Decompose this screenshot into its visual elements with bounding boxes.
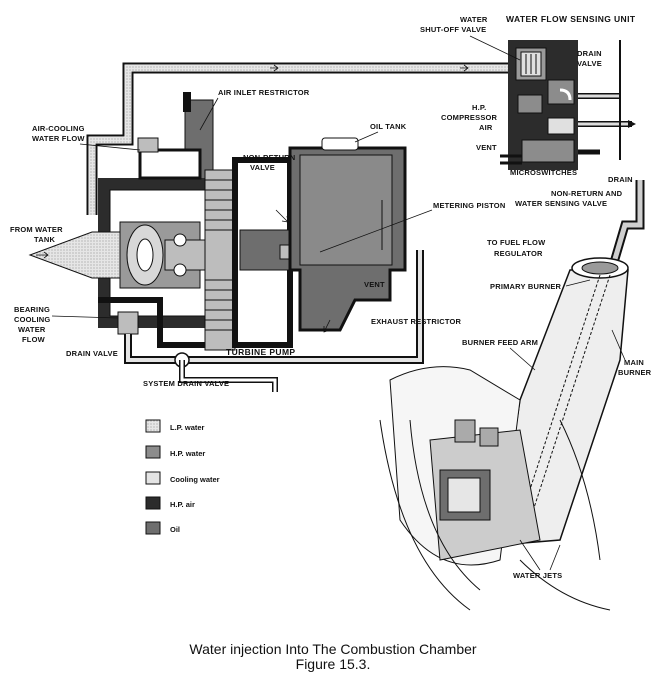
air-cooling-flow-label: AIR-COOLING [32, 124, 85, 133]
drain-valve-left-label: DRAIN VALVE [66, 349, 118, 358]
metering-piston-label: METERING PISTON [433, 201, 505, 210]
water-jets-label: WATER JETS [513, 571, 562, 580]
from-water-tank-label: FROM WATER [10, 225, 63, 234]
bearing-cooling-label-2: COOLING [14, 315, 50, 324]
microswitches-label: MICROSWITCHES [510, 168, 577, 177]
legend-label-hp-water: H.P. water [170, 449, 205, 458]
hp-compressor-air-label-3: AIR [479, 123, 493, 132]
from-water-tank-label-2: TANK [34, 235, 55, 244]
figure-caption-number: Figure 15.3. [295, 656, 371, 672]
legend-label-lp-water: L.P. water [170, 423, 205, 432]
bearing-cooling-label-3: WATER [18, 325, 46, 334]
water-flow-sensing-unit [500, 40, 645, 312]
hp-compressor-air-label-2: COMPRESSOR [441, 113, 498, 122]
air-cooling-flow-label-2: WATER FLOW [32, 134, 85, 143]
nonreturn-sensing-label-2: WATER SENSING VALVE [515, 199, 607, 208]
shutoff-valve-label-2: SHUT-OFF VALVE [420, 25, 486, 34]
primary-burner-label: PRIMARY BURNER [490, 282, 562, 291]
legend: L.P. water H.P. water Cooling water H.P.… [145, 419, 220, 535]
main-burner-label-2: BURNER [618, 368, 652, 377]
nonreturn-sensing-label: NON-RETURN AND [551, 189, 623, 198]
legend-label-oil: Oil [170, 525, 180, 534]
nonreturn-valve-label-2: VALVE [250, 163, 275, 172]
drain-right-label: DRAIN [608, 175, 633, 184]
drain-valve-top-label: DRAIN [577, 49, 602, 58]
main-burner-label: MAIN [624, 358, 644, 367]
legend-swatch-hp-air [145, 496, 161, 510]
oil-tank-label: OIL TANK [370, 122, 407, 131]
drain-valve-top-label-2: VALVE [577, 59, 602, 68]
figure-caption-title: Water injection Into The Combustion Cham… [189, 641, 477, 657]
nonreturn-valve-label: NON-RETURN [243, 153, 295, 162]
turbine-pump-label: TURBINE PUMP [226, 347, 296, 357]
exhaust-restrictor-label: EXHAUST RESTRICTOR [371, 317, 462, 326]
oil-tank [288, 137, 407, 333]
sensing-unit-title: WATER FLOW SENSING UNIT [506, 14, 636, 24]
legend-swatch-cooling-water [145, 471, 161, 485]
legend-swatch-lp-water [145, 419, 161, 433]
shutoff-valve-label: WATER [460, 15, 488, 24]
legend-swatch-oil [145, 521, 161, 535]
legend-label-hp-air: H.P. air [170, 500, 195, 509]
top-water-pipe [86, 62, 512, 215]
air-inlet-restrictor-label: AIR INLET RESTRICTOR [218, 88, 310, 97]
system-drain-valve-label: SYSTEM DRAIN VALVE [143, 379, 229, 388]
burner-assembly [379, 257, 629, 611]
bearing-cooling-label: BEARING [14, 305, 50, 314]
to-fuel-flow-label: TO FUEL FLOW [487, 238, 546, 247]
to-fuel-flow-label-2: REGULATOR [494, 249, 543, 258]
legend-label-cooling-water: Cooling water [170, 475, 220, 484]
vent-right-label: VENT [476, 143, 497, 152]
legend-swatch-hp-water [145, 445, 161, 459]
vent-mid-label: VENT [364, 280, 385, 289]
burner-feed-arm-label: BURNER FEED ARM [462, 338, 538, 347]
bearing-cooling-label-4: FLOW [22, 335, 46, 344]
hp-compressor-air-label: H.P. [472, 103, 486, 112]
